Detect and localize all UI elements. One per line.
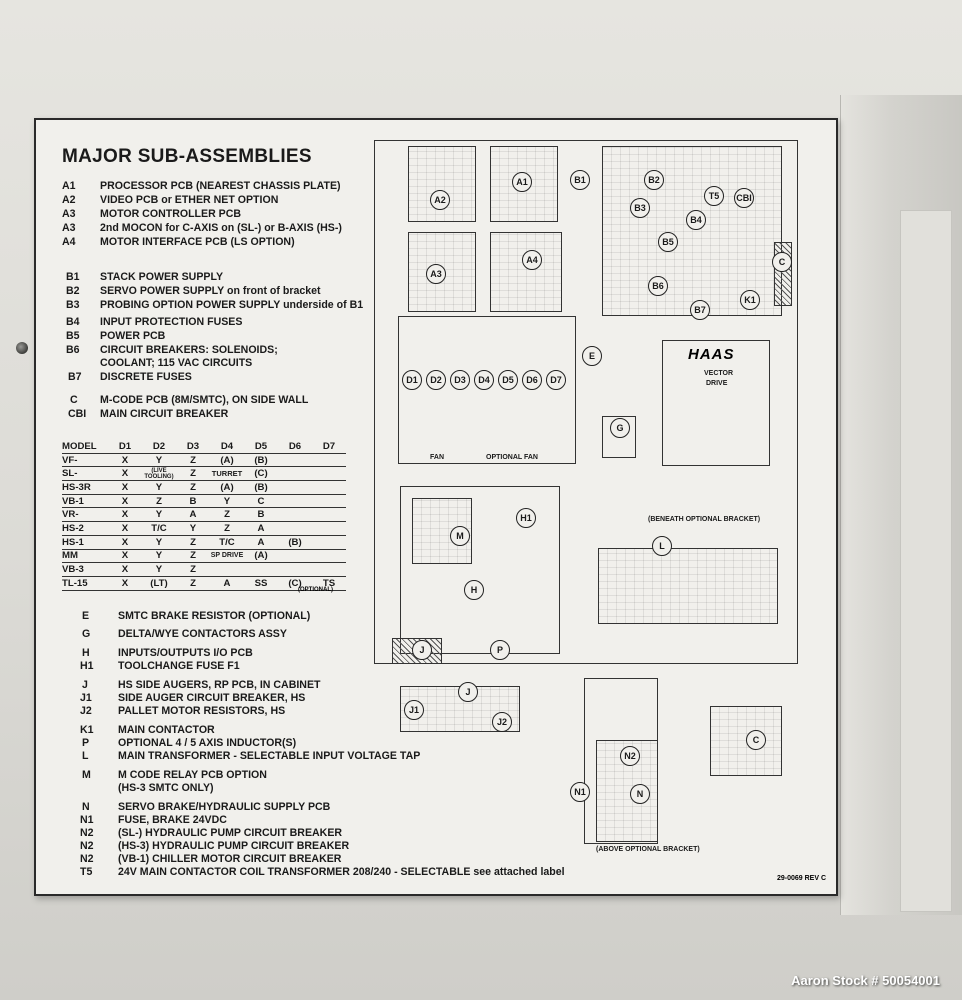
- above-bracket-note: (ABOVE OPTIONAL BRACKET): [596, 846, 700, 853]
- screw-icon: [16, 342, 28, 354]
- cabinet-layout-diagram: A2 A1 A3 A4 B1 B2 B3 T5 CBI B4 B5 B6 C K…: [374, 140, 832, 884]
- callout: D6: [522, 370, 542, 390]
- callout: B5: [658, 232, 678, 252]
- callout: N1: [570, 782, 590, 802]
- contactor-assembly: [602, 416, 636, 458]
- pcb-a4: [490, 232, 562, 312]
- callout: D4: [474, 370, 494, 390]
- callout: A4: [522, 250, 542, 270]
- main-transformer: [598, 548, 778, 624]
- callout: J: [412, 640, 432, 660]
- optional-fan-label: OPTIONAL FAN: [486, 454, 538, 461]
- callout: D1: [402, 370, 422, 390]
- callout: E: [582, 346, 602, 366]
- callout: D7: [546, 370, 566, 390]
- callout: B7: [690, 300, 710, 320]
- callout: J1: [404, 700, 424, 720]
- vector-drive: [662, 340, 770, 466]
- pcb-a2: [408, 146, 476, 222]
- callout: B6: [648, 276, 668, 296]
- callout: N: [630, 784, 650, 804]
- callout: P: [490, 640, 510, 660]
- servo-drives-bay: [398, 316, 576, 464]
- callout: T5: [704, 186, 724, 206]
- callout: A3: [426, 264, 446, 284]
- callout: C: [772, 252, 792, 272]
- cabinet-outline: [374, 140, 798, 664]
- callout: K1: [740, 290, 760, 310]
- callout: N2: [620, 746, 640, 766]
- vector-label: VECTOR: [704, 370, 734, 377]
- callout: A2: [430, 190, 450, 210]
- callout: D2: [426, 370, 446, 390]
- stock-watermark: Aaron Stock # 50054001: [791, 973, 940, 988]
- callout: G: [610, 418, 630, 438]
- revision-code: 29-0069 REV C: [776, 875, 826, 882]
- callout: M: [450, 526, 470, 546]
- callout: B2: [644, 170, 664, 190]
- callout: B3: [630, 198, 650, 218]
- callout: D3: [450, 370, 470, 390]
- callout: D5: [498, 370, 518, 390]
- callout: A1: [512, 172, 532, 192]
- fan-label: FAN: [430, 454, 444, 461]
- io-pcb: [400, 486, 560, 654]
- callout: J: [458, 682, 478, 702]
- callout: J2: [492, 712, 512, 732]
- callout: B1: [570, 170, 590, 190]
- callout: L: [652, 536, 672, 556]
- callout: H: [464, 580, 484, 600]
- callout: B4: [686, 210, 706, 230]
- callout: C: [746, 730, 766, 750]
- beneath-bracket-note: (BENEATH OPTIONAL BRACKET): [648, 516, 761, 523]
- callout: CBI: [734, 188, 754, 208]
- drive-label: DRIVE: [706, 380, 728, 387]
- optional-note: (OPTIONAL): [298, 587, 333, 593]
- cabinet-door-panel: [900, 210, 952, 912]
- haas-logo: HAAS: [688, 346, 735, 363]
- callout: H1: [516, 508, 536, 528]
- label-title: MAJOR SUB-ASSEMBLIES: [62, 146, 312, 167]
